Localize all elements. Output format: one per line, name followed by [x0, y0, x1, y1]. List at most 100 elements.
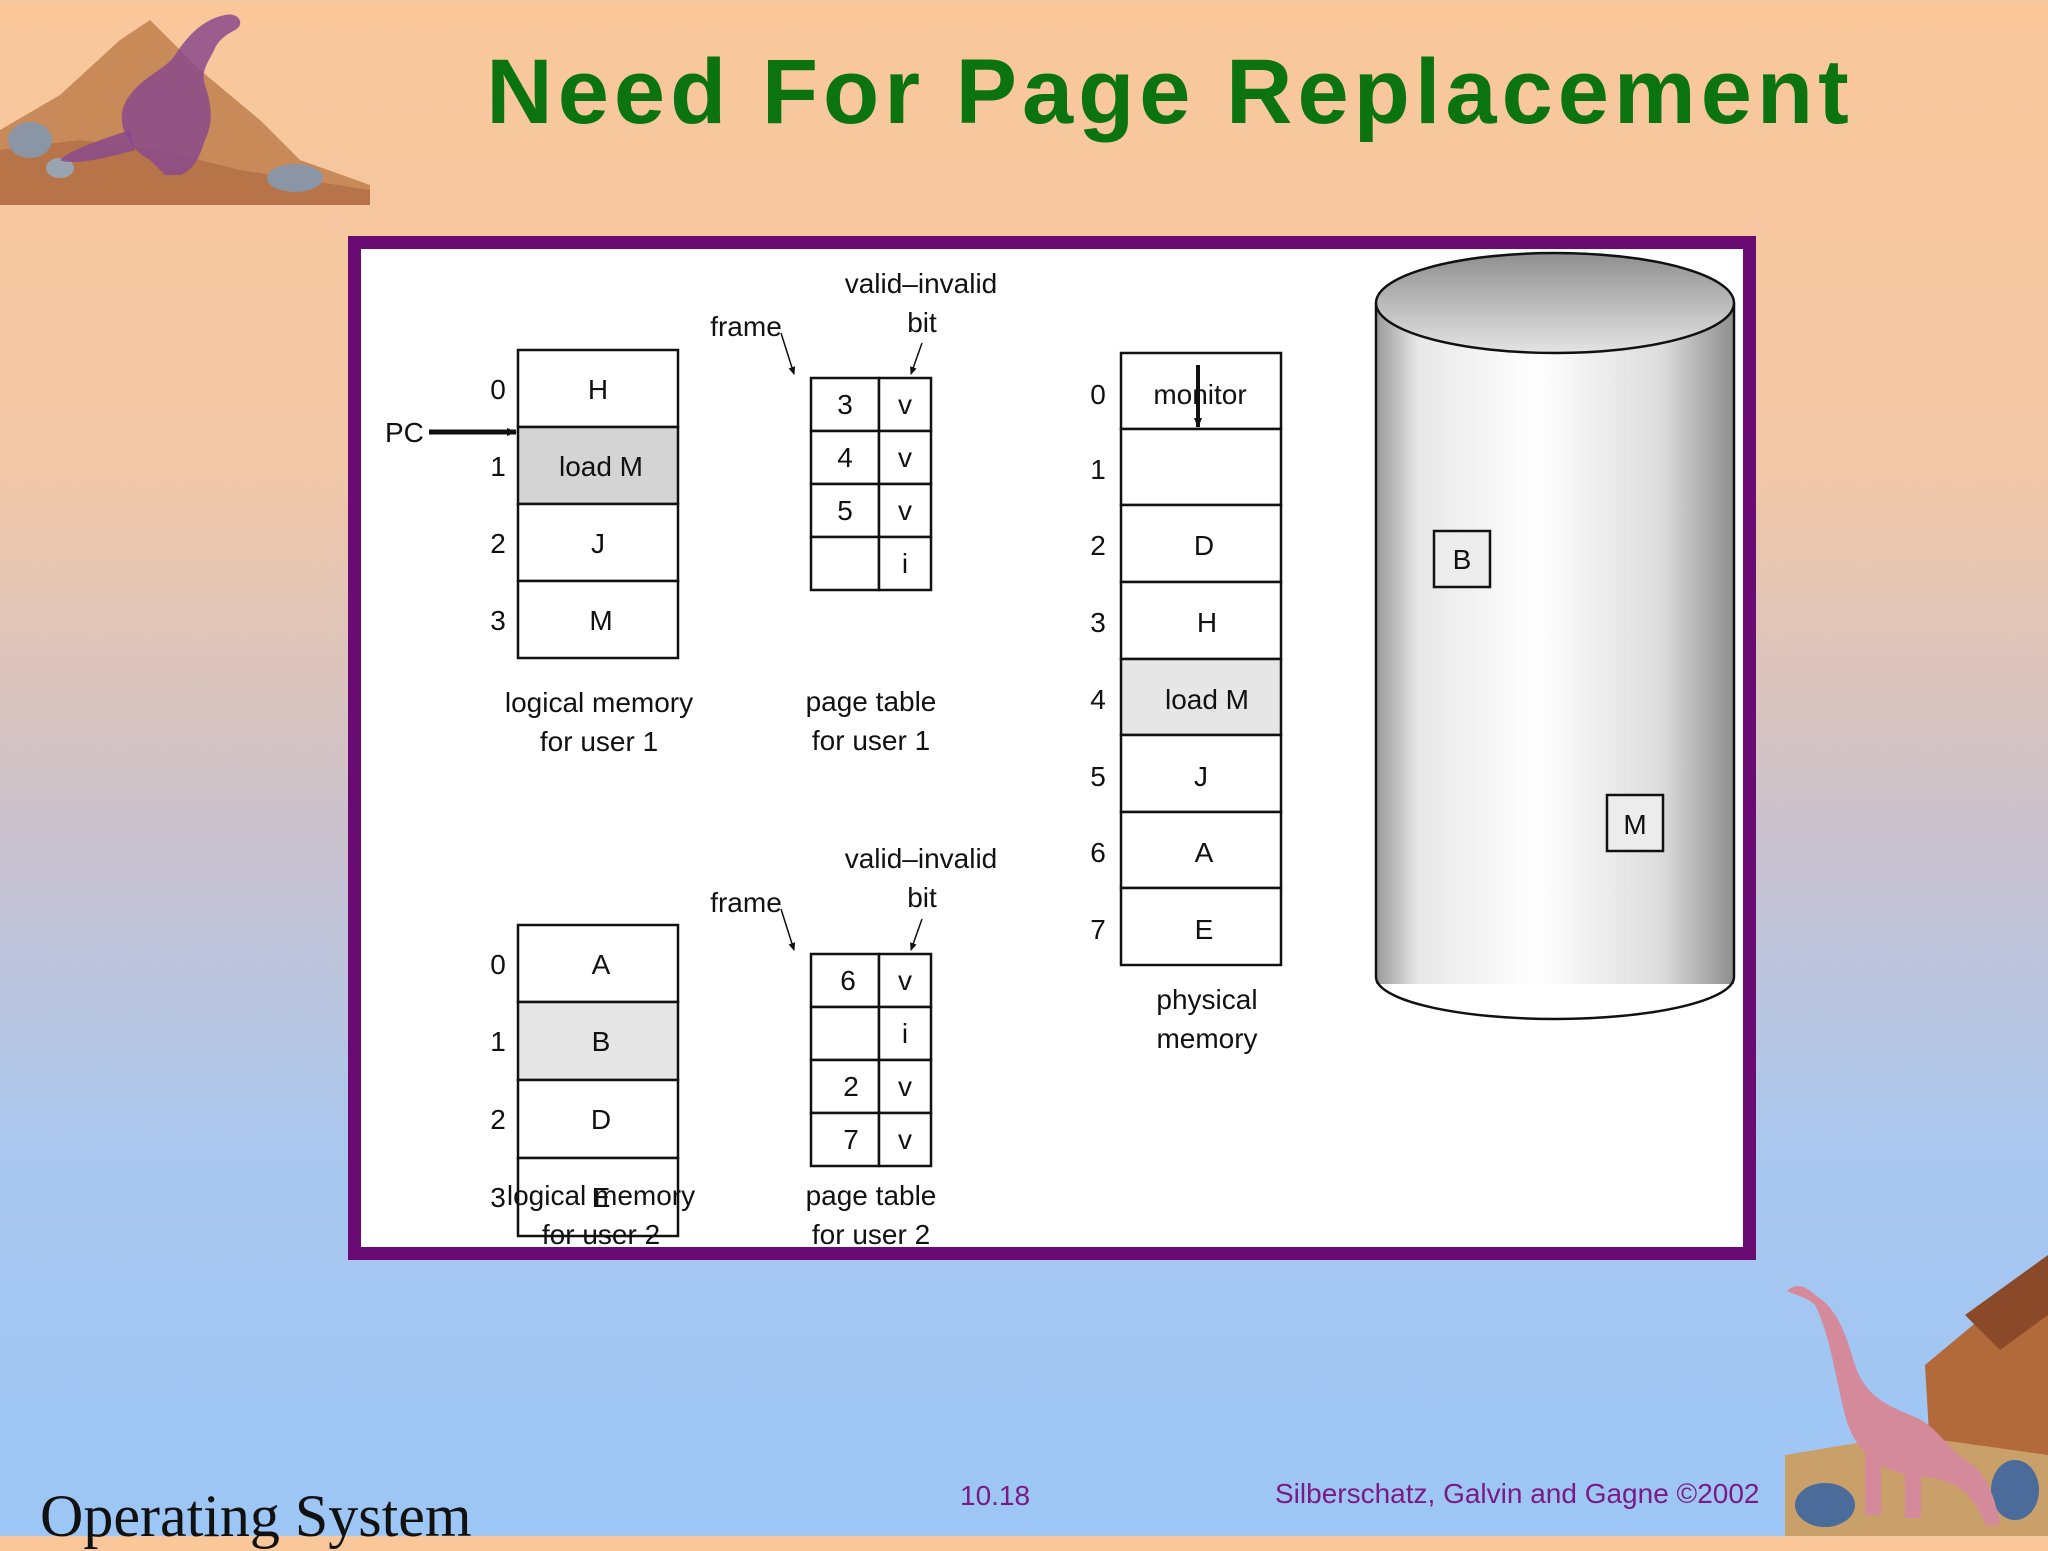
page-table-user2: valid–invalid bit frame 6 2 7 v i v v: [710, 843, 998, 1168]
frame-pointer-arrow: [780, 332, 796, 375]
frame-cell-6: [1119, 810, 1283, 890]
valid-bit: v: [898, 965, 912, 996]
frame-cell-3: [1119, 580, 1283, 661]
logical-cell-0: [516, 923, 680, 1004]
page-table-user1: valid–invalid bit frame 3 4 5 v v v i pa…: [710, 268, 997, 756]
logical-cell-text: B: [592, 1026, 611, 1057]
frame-cell-text: H: [1197, 607, 1217, 638]
footer-course-title: Operating System: [40, 1483, 472, 1549]
frame-number: 3: [837, 389, 853, 420]
frame-header: frame: [710, 887, 782, 918]
valid-bit: v: [898, 1124, 912, 1155]
valid-invalid-header: valid–invalid: [845, 268, 998, 299]
frame-index: 0: [1090, 379, 1106, 410]
frame-cell-text: D: [1194, 530, 1214, 561]
disk-page-b: [1432, 529, 1492, 589]
slide-number: 10.18: [960, 1480, 1031, 1511]
caption-line: logical memory: [506, 1180, 696, 1211]
logical-cell-text: E: [592, 1182, 611, 1213]
caption-line: logical memory: [505, 687, 693, 718]
logical-memory-user1: H load M J M 0 1 2 3 PC logical memory f…: [385, 348, 693, 757]
logical-cell-text: M: [589, 605, 612, 636]
caption-line: for user 2: [541, 1219, 661, 1250]
disk-page-label: M: [1623, 809, 1646, 840]
frame-cell-0: [1119, 351, 1283, 431]
frame-cell-text: J: [1194, 761, 1208, 792]
footer-copyright: Silberschatz, Galvin and Gagne ©2002: [1275, 1478, 1760, 1509]
frame-number: 4: [837, 442, 853, 473]
logical-cell-text: D: [591, 1104, 611, 1135]
logical-cell-2: [516, 502, 680, 583]
caption-line: physical: [1156, 984, 1257, 1015]
frame-pointer-arrow: [780, 908, 796, 951]
caption-line: for user 1: [812, 725, 930, 756]
page-index: 3: [490, 605, 506, 636]
page-index: 1: [490, 451, 506, 482]
dinosaur-brontosaurus-illustration: [1785, 1255, 2048, 1536]
valid-bit: v: [898, 1071, 912, 1102]
frame-number: 7: [843, 1124, 859, 1155]
frame-number: 6: [840, 965, 856, 996]
frame-index: 3: [1090, 607, 1106, 638]
page-index: 0: [490, 949, 506, 980]
disk-page-label: B: [1453, 544, 1472, 575]
physical-memory: monitor D H load M J A E 0 1 2 3 4 5 6 7: [1090, 351, 1283, 1054]
page-index: 1: [490, 1026, 506, 1057]
bit-pointer-arrow: [910, 342, 923, 375]
disk-top: [1374, 251, 1736, 355]
logical-cell-text: load M: [559, 451, 643, 482]
frame-header: frame: [710, 311, 782, 342]
caption-line: page table: [805, 1180, 937, 1211]
page-replacement-diagram: H load M J M 0 1 2 3 PC logical memory f…: [385, 251, 1736, 1238]
page-index: 0: [490, 374, 506, 405]
frame-cell-2: [1119, 503, 1283, 584]
logical-cell-text: A: [592, 949, 611, 980]
frame-cell-text: monitor: [1153, 379, 1246, 410]
backing-store-disk: B M: [1374, 251, 1736, 1021]
logical-cell-3: [516, 579, 680, 660]
frame-index: 5: [1090, 761, 1106, 792]
frame-index: 4: [1090, 684, 1106, 715]
caption-line: page table: [806, 686, 937, 717]
logical-memory-user2-caption: logical memory for user 2: [486, 1176, 716, 1254]
frame-cell-7: [1119, 886, 1283, 967]
valid-bit: v: [898, 389, 912, 420]
dinosaur-trex-illustration: [0, 14, 370, 205]
logical-cell-3: [516, 1156, 680, 1238]
frame-index: 6: [1090, 837, 1106, 868]
disk-page-m: [1605, 793, 1665, 853]
valid-bit: v: [898, 495, 912, 526]
slide-title: Need For Page Replacement: [486, 41, 1854, 143]
page-index: 3: [490, 1182, 506, 1213]
frame-cell-text: E: [1195, 914, 1214, 945]
pc-label: PC: [385, 417, 424, 448]
logical-cell-text: J: [591, 528, 605, 559]
frame-cell-5: [1119, 733, 1283, 814]
invalid-bit: i: [902, 548, 908, 579]
caption-line: for user 1: [540, 726, 658, 757]
frame-cell-4-highlighted: [1119, 657, 1283, 737]
frame-cell-text: load M: [1165, 684, 1249, 715]
invalid-bit: i: [902, 1018, 908, 1049]
frame-index: 2: [1090, 530, 1106, 561]
bit-header: bit: [907, 882, 937, 913]
logical-cell-2: [516, 1078, 680, 1160]
frame-number: 2: [843, 1071, 859, 1102]
frame-number: 5: [837, 495, 853, 526]
frame-index: 7: [1090, 914, 1106, 945]
frame-index: 1: [1090, 454, 1106, 485]
logical-cell-0: [516, 348, 680, 429]
page-table-user2-caption: page table for user 2: [756, 1176, 986, 1254]
caption-line: for user 2: [811, 1219, 931, 1250]
logical-cell-text: H: [588, 374, 608, 405]
frame-cell-1: [1119, 427, 1283, 507]
valid-invalid-header: valid–invalid: [845, 843, 998, 874]
page-index: 2: [490, 528, 506, 559]
valid-bit: v: [898, 442, 912, 473]
diagram-frame: H load M J M 0 1 2 3 PC logical memory f…: [348, 236, 1756, 1260]
page-index: 2: [490, 1104, 506, 1135]
frame-cell-text: A: [1195, 837, 1214, 868]
logical-cell-1-highlighted: [516, 1000, 680, 1082]
logical-memory-user2: A B D E 0 1 2 3: [490, 923, 680, 1238]
caption-line: memory: [1156, 1023, 1257, 1054]
